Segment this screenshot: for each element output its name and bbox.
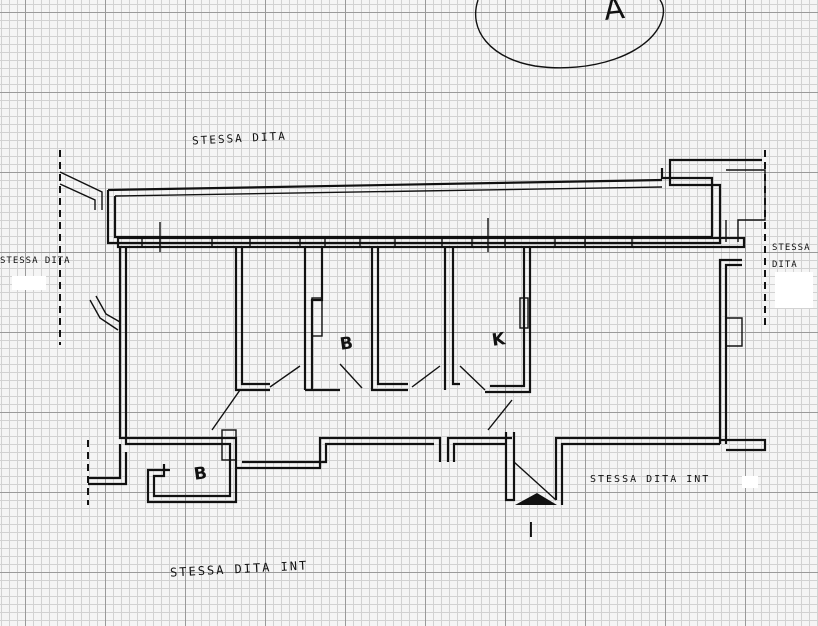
south-wall-center (446, 436, 512, 462)
east-lower-stub (720, 438, 767, 452)
east-neighbour-outline (726, 169, 766, 242)
room3-west-inner (376, 247, 408, 386)
room-bathroom-upper: B (338, 333, 355, 355)
south-wall-center-inner (452, 442, 506, 462)
kitchen-door-swing (459, 365, 486, 391)
entrance-marker: I (528, 518, 534, 542)
south-wall-west-inner (242, 442, 434, 464)
kitchen-east-inner (490, 247, 526, 388)
kitchen-east-wall (485, 247, 532, 394)
room1-west-inner (240, 247, 270, 386)
southeast-unit-west-inner (560, 442, 720, 505)
bath-upper-fixture (311, 297, 323, 337)
entrance-arrow-icon (515, 493, 557, 505)
entrance-jamb-west (504, 432, 516, 502)
bath-lower-outer-wall (146, 436, 238, 504)
room3-door-swing (411, 365, 441, 388)
north-corridor-top-inner (114, 186, 663, 197)
label-east-neighbour: STESSA DITA (772, 240, 818, 274)
southeast-unit-west-wall (554, 436, 720, 500)
kitchen-fixture (519, 297, 529, 329)
label-east-line2: DITA (772, 260, 798, 270)
sheet-badge-circle (474, 0, 665, 69)
west-lower-inner-wall (88, 452, 128, 486)
room-bathroom-lower: B (192, 463, 209, 485)
label-west-neighbour: STESSA DITA (0, 256, 71, 266)
room1-door-swing (269, 365, 301, 388)
north-corridor-inner-wall (113, 168, 714, 239)
room3-west-wall (370, 247, 408, 392)
west-inner-wall (124, 247, 190, 446)
scan-patch-east (775, 272, 813, 308)
room1-west-wall (234, 247, 270, 392)
bath-lower-inner-wall (152, 442, 232, 498)
west-stair-marks (59, 171, 121, 331)
bath-upper-door-swing (339, 363, 363, 389)
west-outer-wall (118, 247, 190, 440)
south-wall-west (236, 436, 442, 470)
north-window-mullions (141, 218, 633, 252)
label-southeast-neighbour: STESSA DITA INT (590, 474, 711, 485)
north-window-band (116, 236, 746, 249)
kitchen-lower-door-swing (487, 399, 513, 431)
east-wall-niche (726, 317, 743, 347)
kitchen-west-inner (451, 247, 460, 386)
east-inner-wall (724, 263, 742, 444)
east-outer-wall (718, 258, 742, 444)
bath-lower-fixture (221, 429, 237, 461)
bath-upper-west-inner (310, 247, 324, 390)
scan-patch-southeast (742, 476, 758, 488)
north-corridor-top-wall (107, 178, 663, 192)
label-east-line1: STESSA (772, 243, 811, 253)
scan-patch-west (12, 276, 46, 290)
bath-lower-door-swing (211, 389, 241, 431)
north-corridor-outer-wall (106, 158, 762, 245)
sheet-letter: A (602, 0, 627, 28)
entrance-door-swing (513, 461, 557, 501)
room-kitchen: K (490, 329, 507, 351)
west-lower-wall (88, 444, 122, 480)
